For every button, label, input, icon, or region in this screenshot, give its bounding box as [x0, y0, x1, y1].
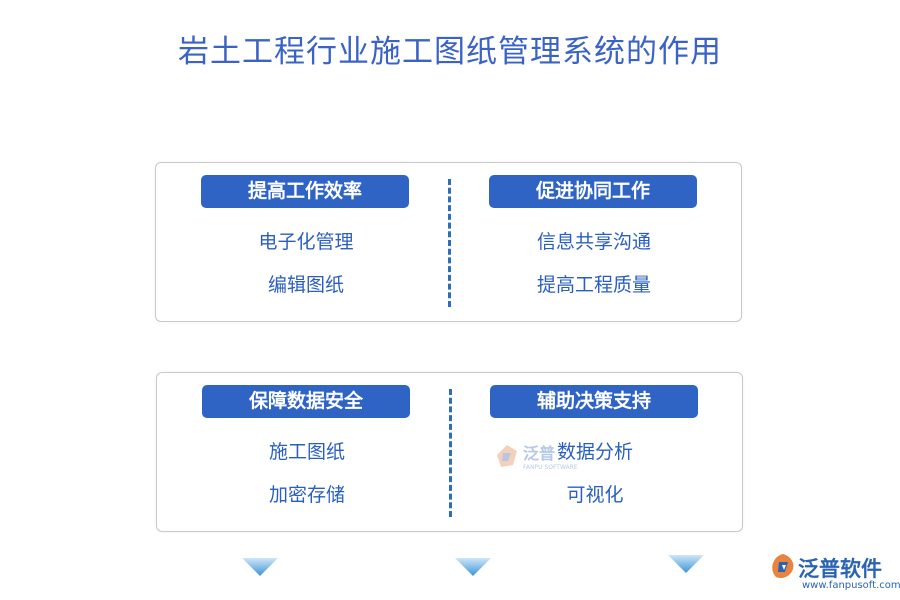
watermark-name: 泛普: [523, 444, 556, 463]
fanpu-logo-icon: [772, 554, 794, 579]
panel-divider: [449, 389, 452, 517]
down-arrow-icon: [668, 555, 704, 573]
item-encrypted-storage: 加密存储: [268, 484, 345, 506]
item-info-sharing: 信息共享沟通: [536, 231, 651, 253]
watermark-sub: FANPU SOFTWARE: [523, 464, 578, 471]
down-arrow-icon: [242, 558, 278, 576]
item-edit-drawings: 编辑图纸: [267, 274, 344, 296]
item-quality: 提高工程质量: [536, 274, 651, 296]
benefit-panel-1: 提高工作效率 电子化管理 编辑图纸 促进协同工作 信息共享沟通 提高工程质量: [155, 162, 742, 322]
benefit-panel-2: 保障数据安全 施工图纸 加密存储 辅助决策支持 数据分析 可视化: [156, 372, 743, 532]
brand-url: www.fanpusoft.com: [802, 580, 900, 591]
panel-divider: [448, 179, 451, 307]
page-title: 岩土工程行业施工图纸管理系统的作用: [178, 34, 722, 70]
brand-name: 泛普软件: [798, 557, 882, 581]
fanpu-logo-icon: [497, 444, 517, 467]
item-data-analysis: 数据分析: [556, 441, 633, 463]
heading-decision-support: 辅助决策支持: [490, 385, 698, 418]
heading-data-security: 保障数据安全: [202, 385, 410, 418]
heading-collaboration: 促进协同工作: [489, 175, 697, 208]
heading-efficiency: 提高工作效率: [201, 175, 409, 208]
watermark: 泛普 FANPU SOFTWARE: [495, 440, 578, 471]
item-construction-drawings: 施工图纸: [268, 441, 345, 463]
item-visualization: 可视化: [566, 484, 624, 506]
item-electronic-management: 电子化管理: [258, 231, 354, 253]
brand-logo: 泛普软件 www.fanpusoft.com: [770, 553, 900, 593]
down-arrow-icon: [455, 558, 491, 576]
